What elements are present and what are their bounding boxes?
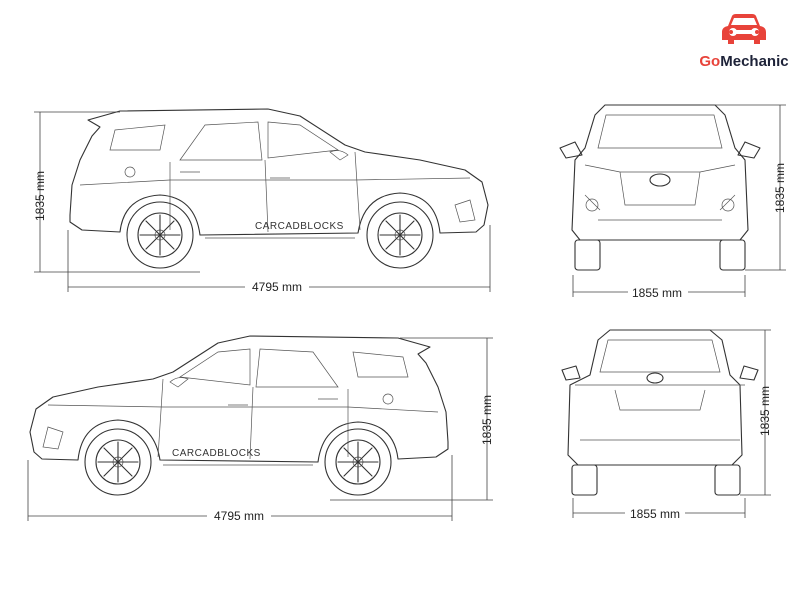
height-label: 1835 mm (480, 395, 494, 445)
length-label: 4795 mm (214, 509, 264, 523)
height-label: 1835 mm (33, 171, 47, 221)
side-view-bottom: CARCADBLOCKS 1835 mm 4795 mm (27, 335, 494, 523)
car-wrench-icon (722, 14, 766, 44)
height-label: 1835 mm (758, 386, 772, 436)
height-label: 1835 mm (773, 163, 787, 213)
rear-view: 1835 mm 1855 mm (561, 329, 772, 521)
watermark: CARCADBLOCKS (255, 221, 344, 232)
width-label: 1855 mm (632, 286, 682, 300)
front-view: 1835 mm 1855 mm (559, 104, 787, 300)
logo-text: GoMechanic (699, 53, 789, 70)
side-view-top: CARCADBLOCKS 1835 mm 4795 mm (33, 108, 491, 294)
length-label: 4795 mm (252, 280, 302, 294)
width-label: 1855 mm (630, 507, 680, 521)
gomechanic-logo: GoMechanic (694, 12, 794, 70)
watermark: CARCADBLOCKS (172, 448, 261, 459)
